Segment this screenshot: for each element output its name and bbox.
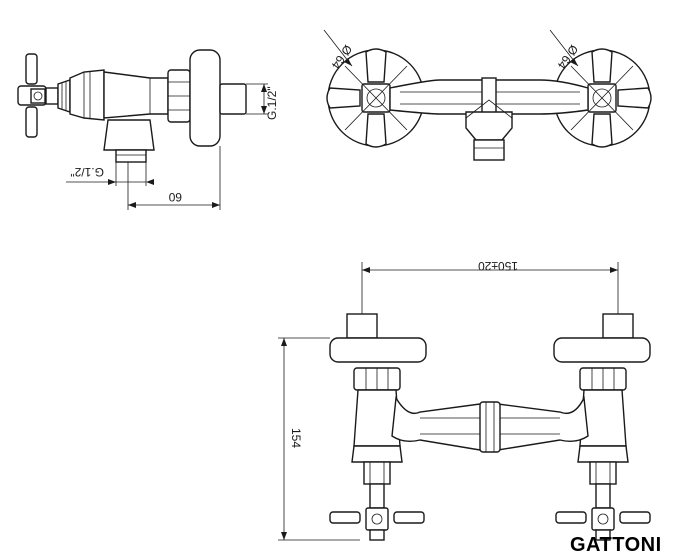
front-left-valve [329,313,427,541]
front-height-dimension: 154 [278,337,360,541]
front-right-cross-handle [555,507,651,541]
side-outlet-thread-label: G.1/2" [70,165,104,179]
top-right-diameter-callout: Ø 64 [549,29,581,72]
top-left-diameter-label: Ø 64 [328,42,355,72]
front-left-cross-handle [329,507,425,541]
side-width-label: 60 [168,190,182,204]
top-outlet [465,99,513,161]
front-view: 150±20 154 [278,259,651,541]
side-width-dimension: 60 [127,146,221,210]
side-height-dimension: G.1/2" [246,83,279,120]
side-outlet-dimension: G.1/2" [66,162,154,186]
front-bridge [391,395,589,453]
side-valve-body [69,69,169,121]
top-right-diameter-label: Ø 64 [554,42,581,72]
top-view: Ø 64 Ø 64 [323,29,652,161]
front-left-escutcheon [329,337,427,363]
side-escutcheon [189,49,221,147]
top-bridge-pipe [389,77,589,117]
front-left-body [353,389,401,447]
front-right-hex-nut [579,367,627,391]
front-right-spindle [589,461,617,509]
side-spindle-nut [57,79,71,113]
top-left-rosette [326,48,425,148]
side-cross-handle [17,53,59,138]
top-left-diameter-callout: Ø 64 [323,29,355,72]
front-right-wall-connector [602,313,634,339]
front-height-label: 154 [289,428,303,448]
front-left-hex-nut [353,367,401,391]
brand-logo-text: GATTONI [570,534,662,556]
front-spacing-label: 150±20 [478,259,518,273]
side-inlet-thread-label: G.1/2" [265,86,279,120]
front-right-body [579,389,627,447]
front-right-escutcheon [553,337,651,363]
front-right-valve [553,313,651,541]
side-view: G.1/2" G.1/2" 60 [17,49,279,210]
side-wall-connector [219,83,247,115]
front-left-wall-connector [346,313,378,339]
side-hex-nut [167,69,191,123]
side-outlet [103,119,155,163]
front-left-spindle [363,461,391,509]
front-spacing-dimension: 150±20 [361,259,619,314]
